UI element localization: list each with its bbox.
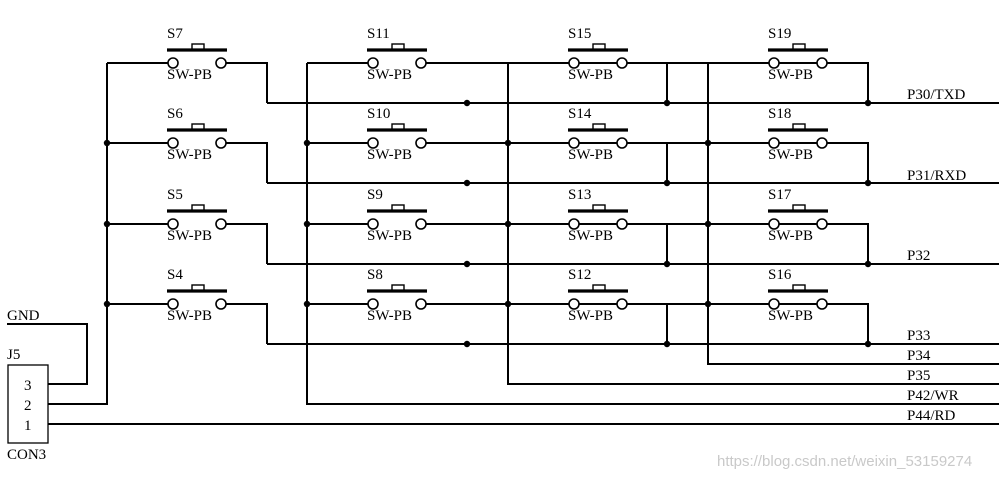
connector-pin-1: 1	[24, 418, 32, 434]
junction-dot	[704, 220, 712, 228]
switch-part-label: SW-PB	[568, 308, 613, 324]
switch-part-label: SW-PB	[568, 67, 613, 83]
port-label-p32: P32	[907, 248, 930, 264]
switch-ref: S5	[167, 187, 183, 203]
switch-ref: S11	[367, 26, 390, 42]
switch-ref: S9	[367, 187, 383, 203]
junction-dot	[864, 179, 872, 187]
junction-dot	[504, 139, 512, 147]
column-net-2	[507, 63, 999, 385]
switch-part-label: SW-PB	[367, 228, 412, 244]
port-label-p35: P35	[907, 368, 930, 384]
switch-ref: S8	[367, 267, 383, 283]
port-label-p34: P34	[907, 348, 931, 364]
switch-part-label: SW-PB	[167, 67, 212, 83]
connector-pin-3: 3	[24, 378, 32, 394]
switch-ref: S6	[167, 106, 183, 122]
switch-ref: S15	[568, 26, 591, 42]
junction-dot	[463, 99, 471, 107]
switch-ref: S10	[367, 106, 390, 122]
junction-dot	[663, 340, 671, 348]
junction-dot	[663, 260, 671, 268]
junction-dot	[303, 220, 311, 228]
switch-ref: S19	[768, 26, 791, 42]
switch-part-label: SW-PB	[367, 308, 412, 324]
switch-ref: S18	[768, 106, 791, 122]
junction-dot	[303, 139, 311, 147]
column-net-3	[707, 63, 999, 365]
junction-dot	[704, 300, 712, 308]
watermark: https://blog.csdn.net/weixin_53159274	[717, 453, 972, 470]
junction-dot	[463, 179, 471, 187]
switch-matrix: S7SW-PBS11SW-PBS15SW-PBS19SW-PBS6SW-PBS1…	[107, 26, 869, 344]
switch-part-label: SW-PB	[568, 228, 613, 244]
column-net-1	[306, 63, 999, 405]
connector-ref: J5	[7, 347, 20, 363]
junction-dot	[103, 220, 111, 228]
junction-dot	[864, 340, 872, 348]
junction-dot	[103, 300, 111, 308]
connector-j5: J5 3 2 1 CON3	[7, 347, 49, 463]
switch-part-label: SW-PB	[367, 147, 412, 163]
junction-dot	[463, 260, 471, 268]
junction-dot	[103, 139, 111, 147]
switch-part-label: SW-PB	[367, 67, 412, 83]
switch-part-label: SW-PB	[167, 308, 212, 324]
switch-ref: S12	[568, 267, 591, 283]
junction-dot	[663, 99, 671, 107]
port-label-p33: P33	[907, 328, 930, 344]
junction-dot	[704, 139, 712, 147]
switch-part-label: SW-PB	[768, 147, 813, 163]
switch-ref: S17	[768, 187, 792, 203]
port-label-p42: P42/WR	[907, 388, 959, 404]
switch-part-label: SW-PB	[768, 308, 813, 324]
switch-part-label: SW-PB	[167, 228, 212, 244]
gnd-label: GND	[7, 308, 40, 324]
junction-dot	[864, 99, 872, 107]
switch-ref: S14	[568, 106, 592, 122]
connector-pin-2: 2	[24, 398, 32, 414]
matrix-nets	[267, 63, 999, 405]
connector-body	[7, 364, 49, 444]
port-label-p44: P44/RD	[907, 408, 956, 424]
switch-ref: S16	[768, 267, 792, 283]
switch-part-label: SW-PB	[768, 228, 813, 244]
switch-part-label: SW-PB	[768, 67, 813, 83]
junction-dot	[504, 220, 512, 228]
port-labels: P30/TXD P31/RXD P32 P33 P34 P35 P42/WR P…	[907, 87, 966, 424]
junction-dot	[303, 300, 311, 308]
switch-part-label: SW-PB	[568, 147, 613, 163]
port-label-p30: P30/TXD	[907, 87, 966, 103]
junction-dot	[463, 340, 471, 348]
junction-dots	[103, 99, 872, 348]
connector-part: CON3	[7, 447, 46, 463]
switch-ref: S7	[167, 26, 183, 42]
junction-dot	[663, 179, 671, 187]
port-label-p31: P31/RXD	[907, 168, 966, 184]
junction-dot	[504, 300, 512, 308]
switch-ref: S13	[568, 187, 591, 203]
wiring	[7, 63, 999, 425]
switch-part-label: SW-PB	[167, 147, 212, 163]
junction-dot	[864, 260, 872, 268]
switch-ref: S4	[167, 267, 183, 283]
